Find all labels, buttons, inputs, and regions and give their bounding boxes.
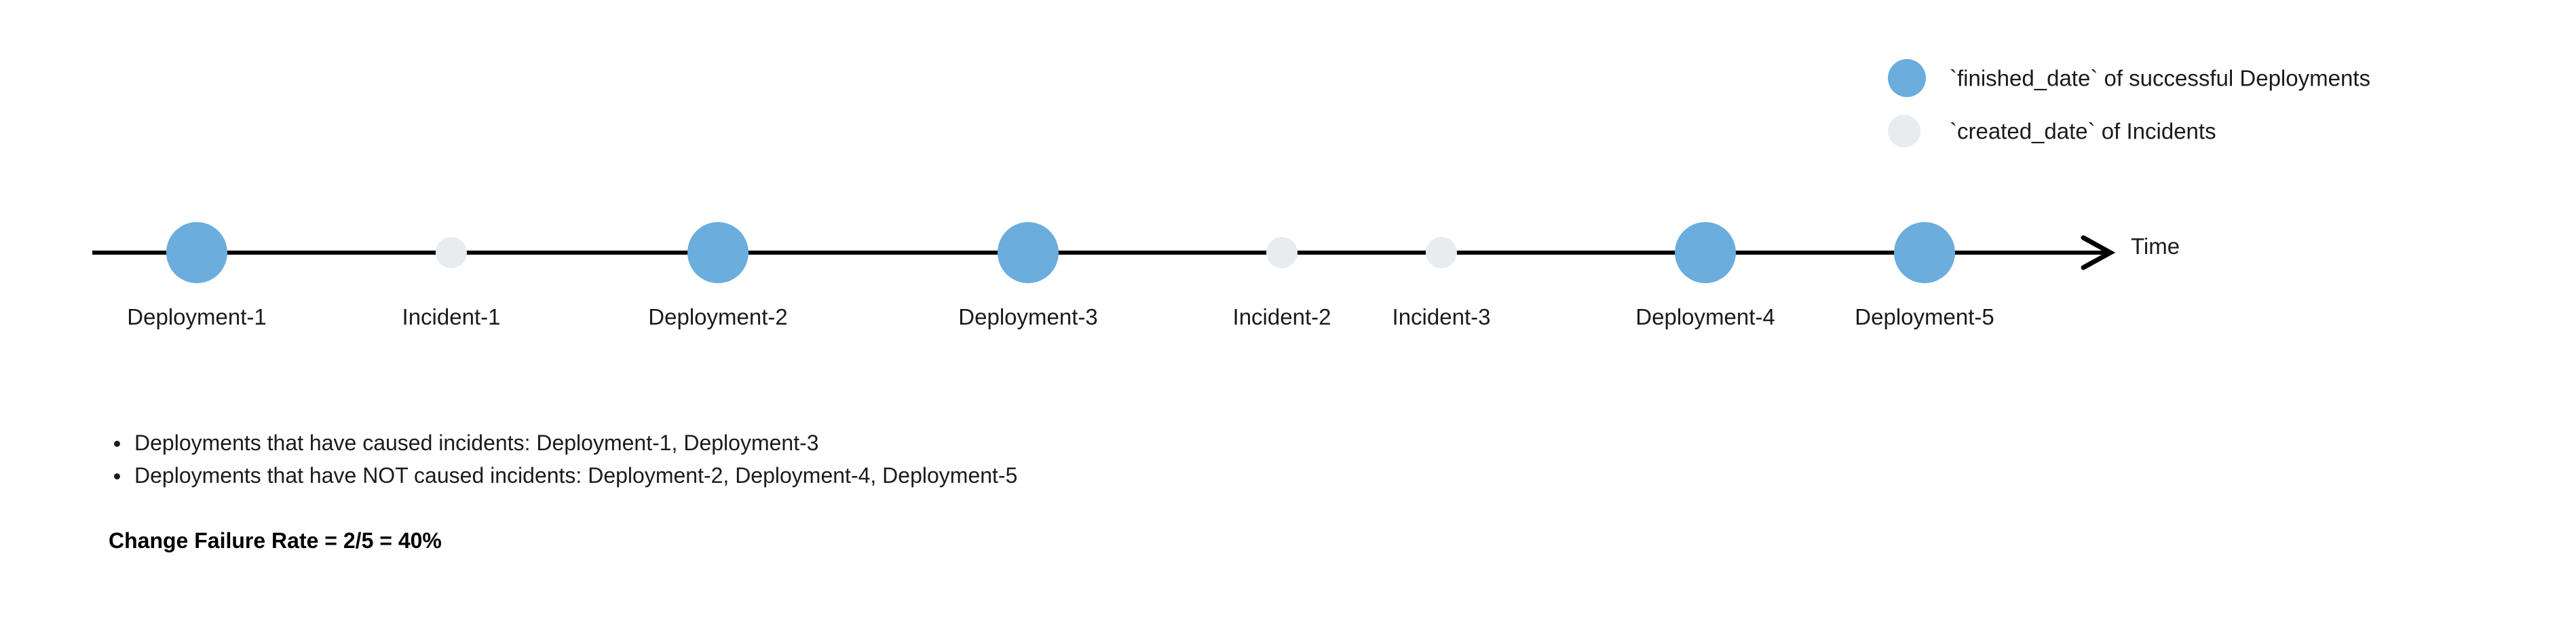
incident-dot-icon (1888, 115, 1920, 147)
timeline-event-label: Deployment-1 (127, 304, 267, 329)
note-text: Deployments that have caused incidents: … (134, 431, 819, 455)
timeline-event-label: Incident-2 (1232, 304, 1331, 329)
change-failure-rate-summary: Change Failure Rate = 2/5 = 40% (109, 528, 442, 553)
timeline-event-label: Deployment-2 (648, 304, 788, 329)
timeline-event-label: Deployment-4 (1635, 304, 1775, 329)
incident-dot-icon (436, 237, 467, 268)
timeline-event-label: Deployment-3 (958, 304, 1098, 329)
deployment-dot-icon (998, 222, 1059, 283)
legend-item-incidents: `created_date` of Incidents (1880, 105, 2558, 158)
incident-dot-icon (1266, 237, 1298, 268)
arrow-right-icon (2081, 235, 2116, 270)
deployment-dot-icon (1888, 59, 1926, 97)
bullet-icon (114, 441, 120, 447)
notes-list: Deployments that have caused incidents: … (109, 426, 1873, 492)
deployment-dot-icon (687, 222, 749, 283)
list-item: Deployments that have caused incidents: … (109, 426, 1873, 459)
legend-label-deployments: `finished_date` of successful Deployment… (1950, 65, 2370, 91)
timeline-axis (92, 251, 2112, 255)
deployment-dot-icon (166, 222, 227, 283)
legend: `finished_date` of successful Deployment… (1880, 52, 2558, 158)
deployment-dot-icon (1675, 222, 1736, 283)
timeline-event-label: Incident-3 (1392, 304, 1491, 329)
list-item: Deployments that have NOT caused inciden… (109, 459, 1873, 492)
legend-label-incidents: `created_date` of Incidents (1950, 118, 2216, 144)
legend-item-deployments: `finished_date` of successful Deployment… (1880, 52, 2558, 105)
incident-dot-icon (1426, 237, 1457, 268)
note-text: Deployments that have NOT caused inciden… (134, 463, 1018, 488)
axis-label-time: Time (2131, 234, 2180, 259)
bullet-icon (114, 473, 120, 479)
timeline-event-label: Incident-1 (402, 304, 501, 329)
timeline-event-label: Deployment-5 (1855, 304, 1994, 329)
deployment-dot-icon (1894, 222, 1955, 283)
